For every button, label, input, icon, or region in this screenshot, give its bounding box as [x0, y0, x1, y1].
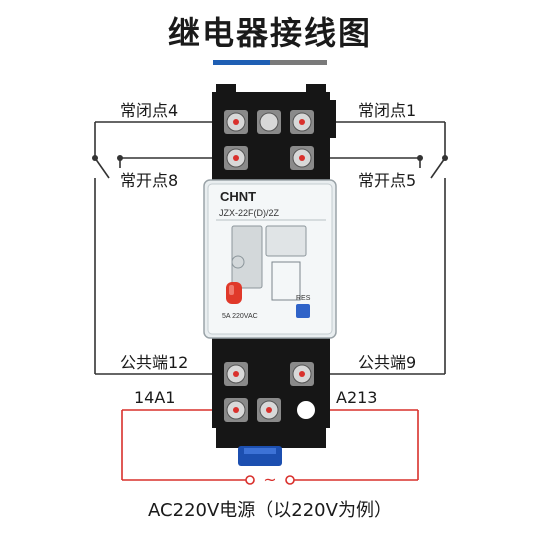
label-no5: 常开点5 [358, 171, 417, 190]
terminal-screw-no8 [224, 146, 248, 170]
label-no8: 常开点8 [120, 171, 179, 190]
terminal-screw-top-mid [257, 110, 281, 134]
rating-text: 5A 220VAC [222, 313, 258, 320]
terminal-screw-nc1 [290, 110, 314, 134]
brand-logo: CHNT [220, 189, 256, 204]
terminal-screws [224, 110, 314, 422]
terminal-screw-com9 [290, 362, 314, 386]
reset-text: RES [296, 295, 311, 302]
contact-wiring [94, 121, 446, 375]
title-underline-blue [213, 60, 270, 65]
label-coil-a1: 14A1 [134, 388, 176, 407]
switch-dots [92, 155, 448, 161]
label-coil-a2: A213 [336, 388, 378, 407]
terminal-screw-nc4 [224, 110, 248, 134]
ac-source-symbol: ~ [245, 470, 295, 489]
terminal-screw-com12 [224, 362, 248, 386]
label-nc1: 常闭点1 [358, 101, 417, 120]
label-com12: 公共端12 [120, 353, 189, 372]
ac-symbol: ~ [263, 470, 276, 489]
terminal-screw-a1 [224, 398, 248, 422]
page-title: 继电器接线图 [167, 14, 372, 52]
model-number: JZX-22F(D)/2Z [219, 208, 280, 218]
label-nc4: 常闭点4 [120, 101, 179, 120]
label-com9: 公共端9 [358, 353, 417, 372]
terminal-screw-no5 [290, 146, 314, 170]
power-caption: AC220V电源（以220V为例） [148, 500, 392, 521]
terminal-screw-a2 [257, 398, 281, 422]
title-underline-gray [270, 60, 327, 65]
relay-body: CHNT JZX-22F(D)/2Z 5A 220VAC RES [203, 179, 337, 339]
coil-supply-wiring [121, 409, 419, 481]
